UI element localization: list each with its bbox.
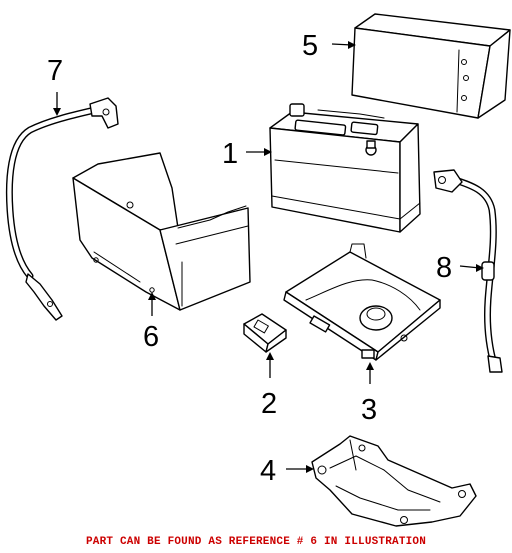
reference-note: PART CAN BE FOUND AS REFERENCE # 6 IN IL… — [85, 536, 427, 548]
callout-8: 8 — [436, 252, 452, 284]
tray-bracket-part[interactable] — [311, 435, 477, 527]
arrow-icon — [306, 465, 314, 473]
heat-shield-part[interactable] — [72, 152, 251, 311]
arrow-icon — [53, 108, 61, 116]
arrow-icon — [148, 292, 156, 300]
arrow-icon — [266, 352, 274, 360]
arrow-icon — [264, 148, 272, 156]
battery-part[interactable] — [269, 103, 421, 233]
arrow-icon — [366, 362, 374, 370]
arrow-icon — [476, 264, 484, 272]
callout-7: 7 — [47, 55, 63, 87]
battery-tray-part[interactable] — [283, 243, 441, 361]
callout-6: 6 — [143, 321, 159, 353]
negative-cable-part[interactable] — [433, 169, 503, 373]
arrow-icon — [348, 41, 356, 49]
positive-cable-part[interactable] — [5, 97, 119, 321]
callout-4: 4 — [260, 455, 276, 487]
callout-3: 3 — [361, 394, 377, 426]
callout-1: 1 — [222, 138, 238, 170]
battery-clip-part[interactable] — [243, 313, 287, 353]
leader-lines — [53, 41, 484, 473]
callout-5: 5 — [302, 30, 318, 62]
battery-cover-part[interactable] — [351, 13, 511, 119]
callout-2: 2 — [261, 388, 277, 420]
